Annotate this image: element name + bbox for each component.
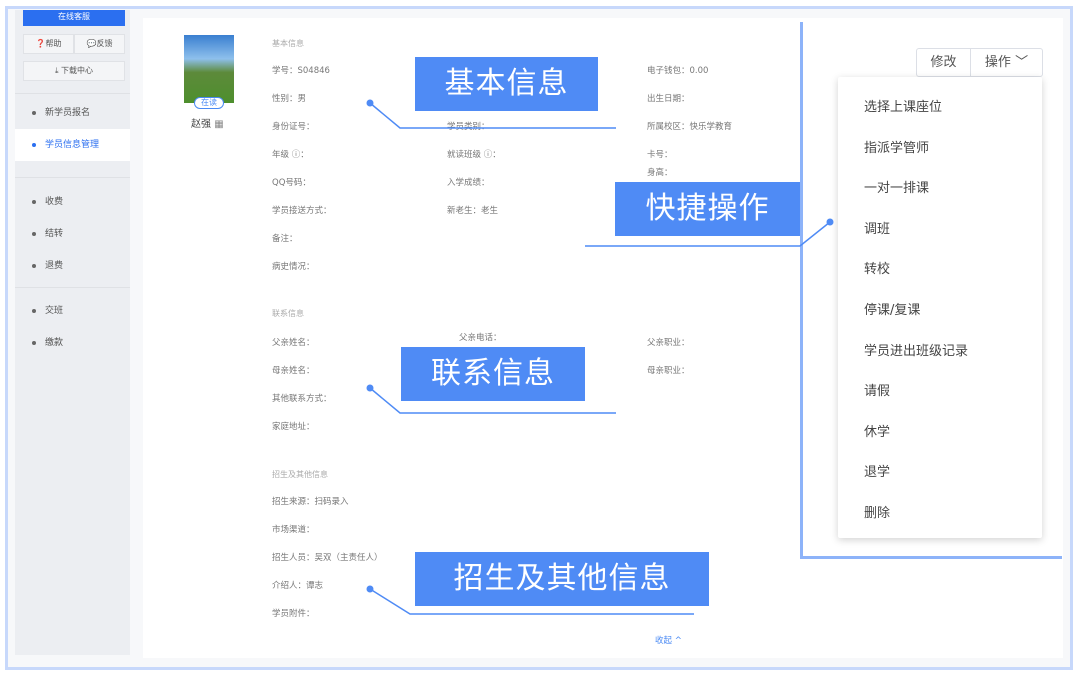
feedback-icon: 💬 — [86, 39, 97, 48]
help-icon: ❓ — [35, 39, 46, 48]
download-icon: ⤓ — [54, 66, 62, 75]
menu-item[interactable]: 停课/复课 — [864, 303, 921, 318]
callout-quick-actions: 快捷操作 — [615, 182, 800, 236]
sidebar-item-charge[interactable]: 收费 — [15, 186, 130, 218]
help-button[interactable]: ❓帮助 — [23, 34, 74, 54]
callout-line-other — [369, 588, 694, 615]
contact-field: 父亲电话： — [459, 333, 502, 343]
basic-field: 年级 ⓘ： — [272, 150, 309, 160]
menu-item[interactable]: 转校 — [864, 262, 891, 278]
contact-field: 家庭地址： — [272, 422, 315, 432]
menu-item[interactable]: 学员进出班级记录 — [864, 343, 969, 359]
menu-item[interactable]: 选择上课座位 — [864, 100, 943, 115]
chevron-down-icon: ﹀ — [1015, 55, 1029, 70]
callout-contact-info: 联系信息 — [401, 347, 585, 401]
operate-label: 操作 — [984, 55, 1011, 70]
menu-item[interactable]: 退学 — [864, 465, 891, 481]
sidebar-item-transfer[interactable]: 结转 — [15, 218, 130, 250]
basic-field: 性别：男 — [272, 94, 307, 104]
other-field: 学员附件： — [272, 609, 315, 619]
basic-field: 所属校区：快乐学教育 — [647, 122, 733, 132]
menu-item[interactable]: 一对一排课 — [864, 181, 930, 197]
section-contact-title: 联系信息 — [272, 309, 304, 318]
other-field: 介绍人：谭志 — [272, 581, 324, 591]
contact-field: 父亲职业： — [647, 338, 690, 348]
sidebar-item-student-info[interactable]: 学员信息管理 — [15, 129, 130, 161]
basic-field: 身高： — [647, 168, 673, 178]
callout-line-basic — [369, 102, 616, 129]
operate-dropdown-menu: 选择上课座位指派学管师一对一排课调班转校停课/复课学员进出班级记录请假休学退学删… — [838, 77, 1042, 538]
sidebar-item-handover[interactable]: 交班 — [15, 295, 130, 327]
feedback-button[interactable]: 💬反馈 — [74, 34, 125, 54]
menu-item[interactable]: 指派学管师 — [864, 140, 930, 156]
callout-line-contact — [369, 387, 616, 414]
help-label: 帮助 — [45, 39, 62, 48]
edit-button[interactable]: 修改 — [916, 48, 971, 77]
student-photo — [184, 35, 234, 103]
student-name-text: 赵强 — [191, 119, 211, 130]
sidebar-item-payment[interactable]: 缴款 — [15, 327, 130, 359]
basic-field: 新老生：老生 — [447, 206, 499, 216]
basic-field: 身份证号： — [272, 122, 315, 132]
student-name: 赵强 ▦ — [191, 115, 224, 130]
section-other-title: 招生及其他信息 — [272, 470, 328, 479]
basic-field: 就读班级 ⓘ： — [447, 150, 501, 160]
section-basic-title: 基本信息 — [272, 39, 304, 48]
sidebar-item-new-student[interactable]: 新学员报名 — [15, 97, 130, 129]
basic-field: QQ号码： — [272, 178, 311, 188]
sidebar: 在线客服 ❓帮助 💬反馈 ⤓ 下载中心 新学员报名 学员信息管理 收费 结转 退… — [15, 10, 130, 655]
basic-field: 病史情况： — [272, 262, 315, 272]
basic-field: 出生日期： — [647, 94, 690, 104]
basic-field: 电子钱包：0.00 — [647, 66, 709, 76]
online-consult-button[interactable]: 在线客服 — [23, 10, 125, 26]
divider — [15, 177, 130, 178]
basic-field: 学员类别： — [447, 122, 490, 132]
menu-item[interactable]: 休学 — [864, 424, 891, 440]
other-field: 招生来源：扫码录入 — [272, 497, 349, 507]
contact-field: 母亲职业： — [647, 366, 690, 376]
status-badge: 在读 — [194, 97, 224, 109]
basic-field: 入学成绩： — [447, 178, 490, 188]
divider — [15, 93, 130, 94]
divider — [15, 287, 130, 288]
download-label: 下载中心 — [61, 66, 94, 75]
operate-dropdown-button[interactable]: 操作 ﹀ — [970, 48, 1043, 77]
callout-dot — [826, 218, 834, 226]
callout-line-quick — [585, 221, 831, 247]
contact-field: 母亲姓名： — [272, 366, 315, 376]
feedback-label: 反馈 — [96, 39, 113, 48]
basic-field: 卡号： — [647, 150, 673, 160]
callout-dot — [366, 384, 374, 392]
basic-field: 备注： — [272, 234, 298, 244]
other-field: 招生人员：吴双（主责任人） — [272, 553, 383, 563]
basic-field: 学员接送方式： — [272, 206, 332, 216]
qrcode-icon[interactable]: ▦ — [214, 119, 224, 130]
other-field: 市场渠道： — [272, 525, 315, 535]
basic-field: 学号：S04846 — [272, 66, 330, 76]
callout-basic-info: 基本信息 — [415, 57, 598, 111]
callout-dot — [366, 585, 374, 593]
contact-field: 父亲姓名： — [272, 338, 315, 348]
menu-item[interactable]: 请假 — [864, 384, 891, 400]
download-center-button[interactable]: ⤓ 下载中心 — [23, 61, 125, 81]
menu-item[interactable]: 删除 — [864, 506, 891, 521]
contact-field: 其他联系方式： — [272, 394, 332, 404]
menu-item[interactable]: 调班 — [864, 221, 891, 237]
collapse-link[interactable]: 收起 ^ — [655, 636, 682, 646]
callout-other-info: 招生及其他信息 — [415, 552, 709, 606]
sidebar-item-refund[interactable]: 退费 — [15, 250, 130, 282]
callout-dot — [366, 99, 374, 107]
